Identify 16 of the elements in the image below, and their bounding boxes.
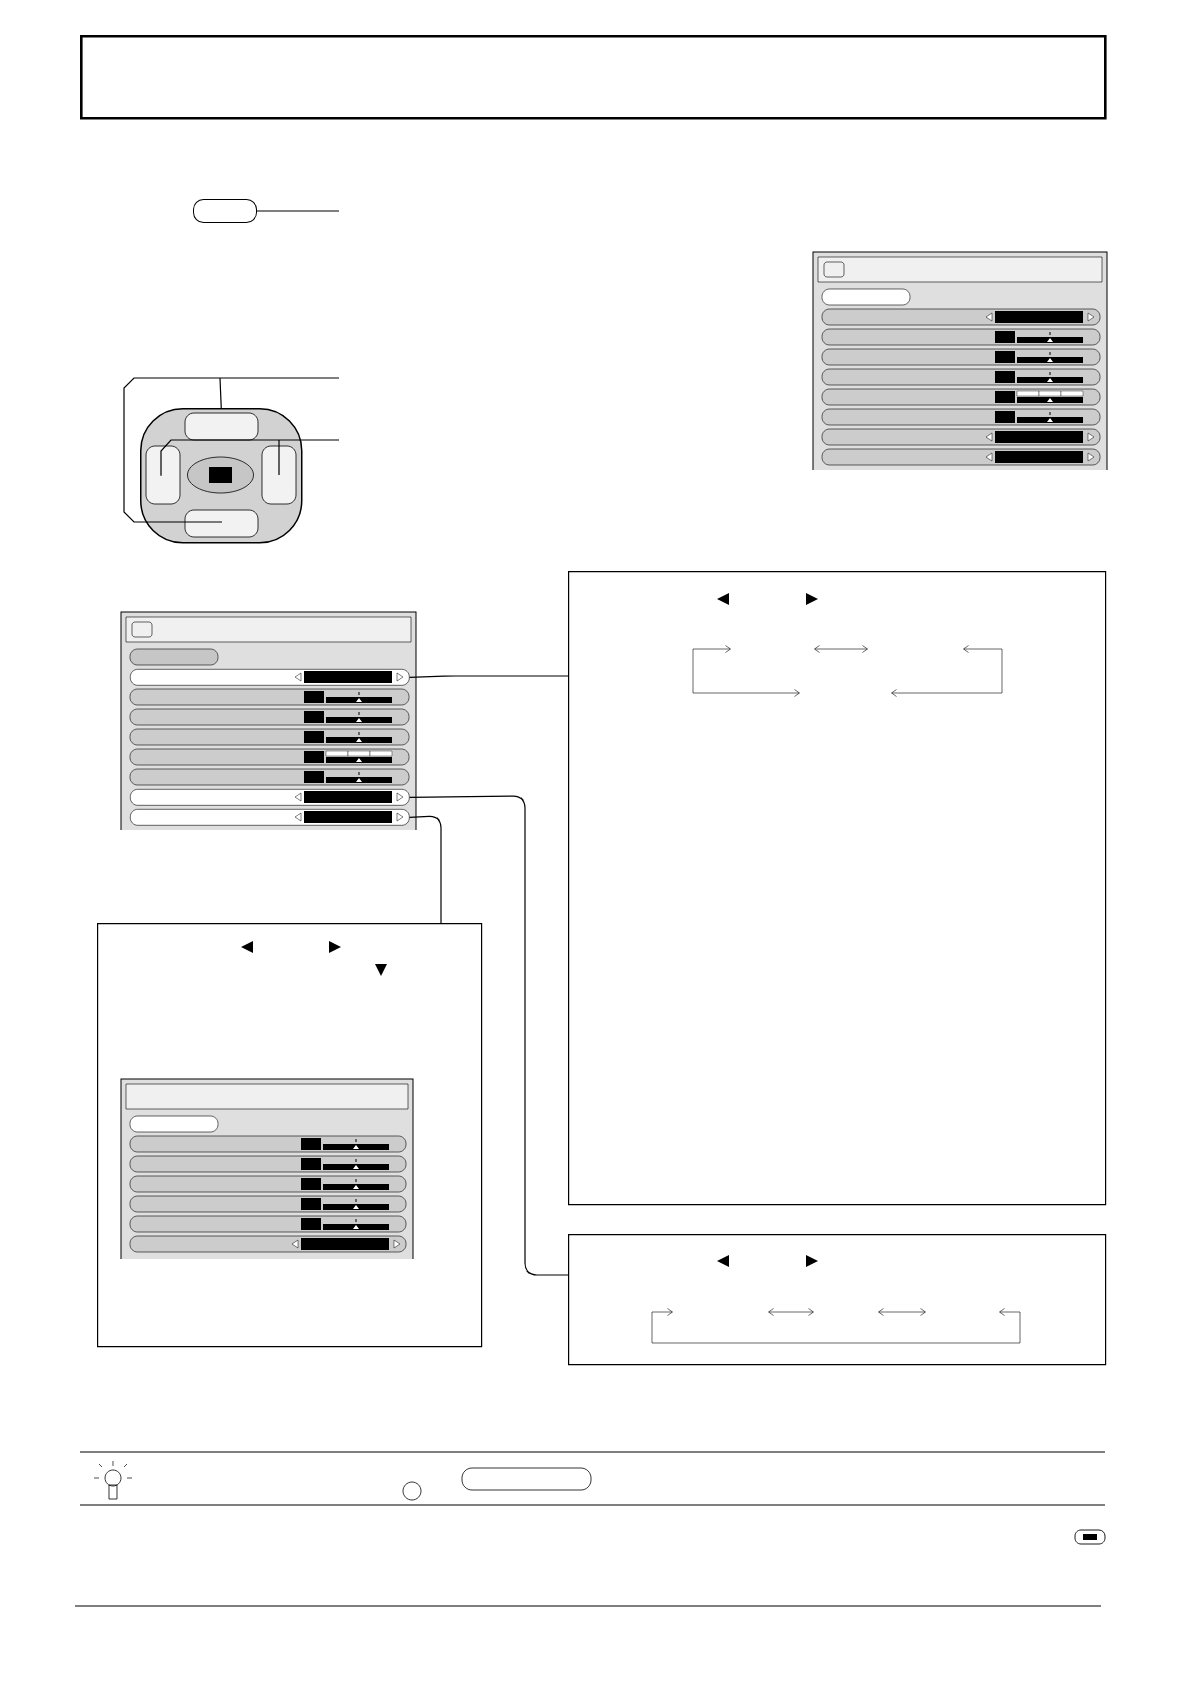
leader-line: [256, 210, 340, 212]
menu-row: [130, 669, 410, 686]
button-icon: [193, 199, 257, 223]
leader-line: [409, 795, 569, 1276]
menu-screen: [812, 251, 1108, 471]
text-box: [568, 1234, 1107, 1366]
menu-row: [130, 809, 410, 826]
leader-line: [409, 675, 569, 678]
leader-line: [160, 439, 340, 477]
leader-line: [409, 815, 442, 924]
text-box: [80, 35, 1107, 120]
menu-screen: [120, 1078, 414, 1260]
menu-row: [130, 789, 410, 806]
leader-line: [123, 377, 340, 523]
text-box: [568, 571, 1107, 1206]
keypad-drawing: [140, 408, 303, 544]
